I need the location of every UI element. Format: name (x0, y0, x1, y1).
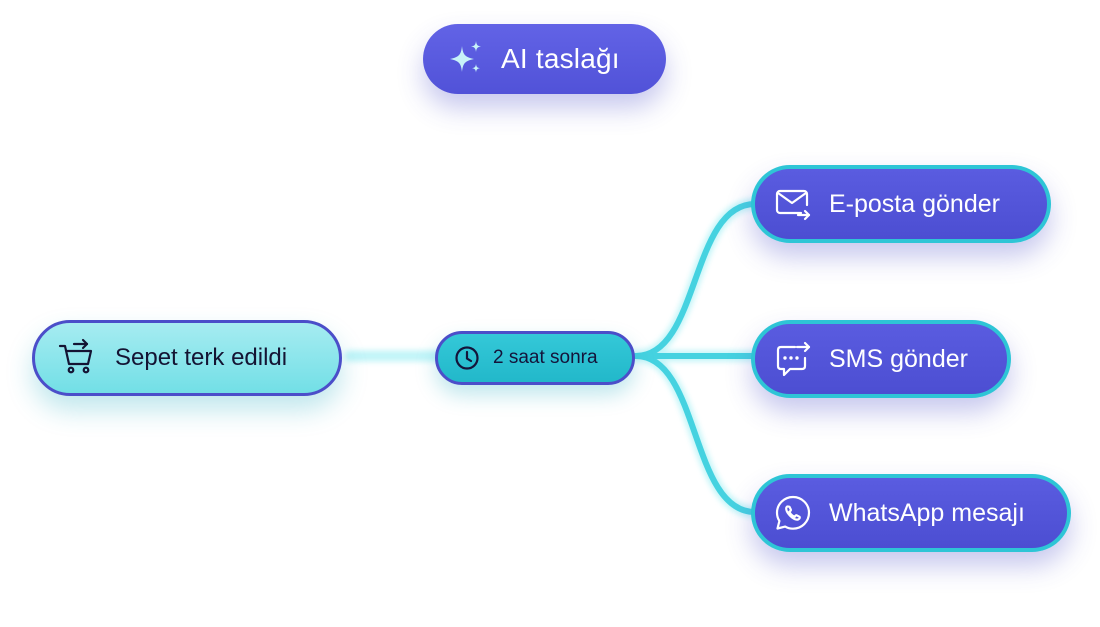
cart-icon (57, 338, 97, 378)
mail-send-icon (773, 184, 813, 224)
ai-draft-label: AI taslağı (501, 43, 620, 74)
delay-label: 2 saat sonra (493, 347, 598, 368)
delay-node[interactable]: 2 saat sonra (435, 331, 635, 385)
trigger-node-cart-abandoned[interactable]: Sepet terk edildi (32, 320, 342, 396)
action-node-whatsapp[interactable]: WhatsApp mesajı (751, 474, 1071, 552)
ai-draft-button[interactable]: AI taslağı (423, 24, 666, 94)
connector-delay-email (633, 201, 758, 359)
clock-icon (453, 344, 481, 372)
action-email-label: E-posta gönder (829, 189, 1000, 218)
connector-delay-whatsapp (633, 353, 758, 515)
whatsapp-icon (773, 493, 813, 533)
action-sms-label: SMS gönder (829, 344, 968, 373)
trigger-label: Sepet terk edildi (115, 344, 288, 371)
action-node-sms[interactable]: SMS gönder (751, 320, 1011, 398)
sms-icon (773, 339, 813, 379)
sparkles-icon (445, 38, 487, 80)
action-whatsapp-label: WhatsApp mesajı (829, 498, 1025, 527)
action-node-email[interactable]: E-posta gönder (751, 165, 1051, 243)
